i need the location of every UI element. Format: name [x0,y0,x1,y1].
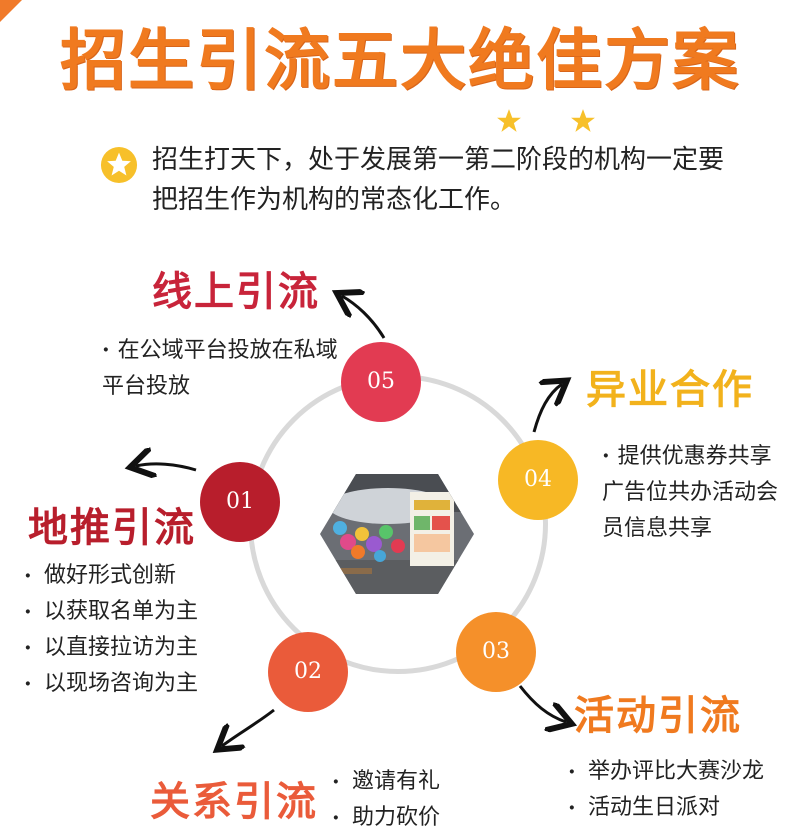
step-node-01: 01 [200,462,280,542]
intro-text: 招生打天下，处于发展第一第二阶段的机构一定要把招生作为机构的常态化工作。 [152,145,725,215]
desc-ground: 做好形式创新 以获取名单为主 以直接拉访为主 以现场咨询为主 [22,558,198,702]
heading-relationship: 关系引流 [150,778,318,825]
list-item: 以直接拉访为主 [22,630,198,666]
desc-activity: 举办评比大赛沙龙 活动生日派对 [566,754,764,826]
list-item: 助力砍价 [330,800,440,836]
star-icon [497,109,521,132]
desc-partnership: ·提供优惠券共享广告位共办活动会员信息共享 [602,443,779,541]
star-badge-icon [100,146,138,184]
desc-online: ·在公域平台投放在私域平台投放 [102,337,338,399]
list-item: 邀请有礼 [330,764,440,800]
heading-online: 线上引流 [152,268,320,315]
corner-decoration [0,0,22,22]
list-item: 做好形式创新 [22,558,198,594]
list-item: 举办评比大赛沙龙 [566,754,764,790]
list-item: 以现场咨询为主 [22,666,198,702]
step-node-05: 05 [341,342,421,422]
photo-hexagon-icon [320,474,474,594]
heading-partnership: 异业合作 [586,366,754,413]
desc-relationship: 邀请有礼 助力砍价 [330,764,440,836]
page-title: 招生引流五大绝佳方案 [60,21,740,99]
star-icon [571,109,595,132]
list-item: 活动生日派对 [566,790,764,826]
heading-activity: 活动引流 [574,692,742,739]
step-node-03: 03 [456,612,536,692]
list-item: 以获取名单为主 [22,594,198,630]
step-node-02: 02 [268,632,348,712]
heading-ground: 地推引流 [28,504,196,551]
step-node-04: 04 [498,440,578,520]
